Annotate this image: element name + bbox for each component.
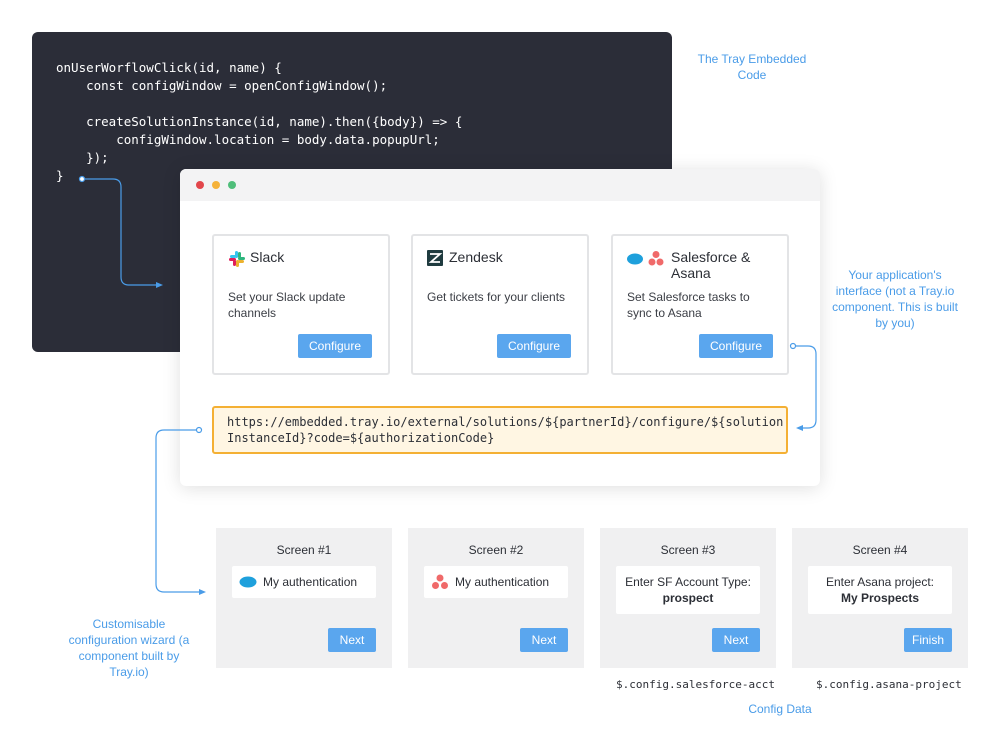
card-description: Set your Slack update channels: [228, 290, 346, 320]
connector-code-to-app: [85, 178, 160, 286]
url-segment: InstanceId}?code=${authorizationCode}: [227, 431, 495, 445]
arrowhead-icon: [199, 589, 206, 595]
url-segment: https://embedded.tray.io/external/soluti…: [227, 415, 784, 429]
config-path-salesforce: $.config.salesforce-acct: [616, 678, 775, 691]
auth-field[interactable]: My authentication: [424, 566, 568, 598]
asana-project-field[interactable]: Enter Asana project: My Prospects: [808, 566, 952, 614]
auth-field[interactable]: My authentication: [232, 566, 376, 598]
card-description: Set Salesforce tasks to sync to Asana: [627, 290, 750, 320]
code-line: onUserWorflowClick(id, name) {: [56, 60, 282, 75]
card-title: Slack: [250, 249, 285, 265]
zendesk-icon: [427, 250, 443, 266]
integration-card-salesforce-asana: Salesforce & Asana Set Salesforce tasks …: [611, 234, 789, 375]
integration-card-slack: Slack Set your Slack update channels Con…: [212, 234, 390, 375]
code-line: });: [56, 150, 109, 165]
card-description: Get tickets for your clients: [427, 290, 566, 304]
code-snippet: onUserWorflowClick(id, name) { const con…: [56, 59, 462, 185]
card-title: Salesforce & Asana: [671, 249, 751, 281]
next-button[interactable]: Next: [520, 628, 568, 652]
connector-configure-to-url: [796, 345, 817, 429]
screen-title: Screen #4: [852, 543, 908, 557]
configure-button[interactable]: Configure: [497, 334, 571, 358]
browser-title-bar: [180, 169, 820, 201]
wizard-screen-1: Screen #1 My authentication Next: [216, 528, 392, 668]
code-line: createSolutionInstance(id, name).then({b…: [56, 114, 463, 129]
asana-icon: [431, 574, 449, 590]
auth-label: My authentication: [455, 575, 550, 589]
salesforce-asana-icon: [627, 250, 665, 268]
connector-start-dot: [789, 342, 797, 350]
configure-button[interactable]: Configure: [699, 334, 773, 358]
popup-url-box: https://embedded.tray.io/external/soluti…: [212, 406, 788, 454]
wizard-screen-3: Screen #3 Enter SF Account Type: prospec…: [600, 528, 776, 668]
auth-label: My authentication: [263, 575, 358, 589]
card-title: Zendesk: [449, 249, 503, 265]
screen-title: Screen #2: [468, 543, 524, 557]
app-interface-note: Your application's interface (not a Tray…: [832, 268, 958, 330]
integration-card-zendesk: Zendesk Get tickets for your clients Con…: [411, 234, 589, 375]
embedded-code-note: The Tray Embedded Code: [697, 52, 807, 82]
finish-button[interactable]: Finish: [904, 628, 952, 652]
app-browser-window: Slack Set your Slack update channels Con…: [180, 169, 820, 486]
arrowhead-icon: [156, 282, 163, 288]
wizard-screen-4: Screen #4 Enter Asana project: My Prospe…: [792, 528, 968, 668]
configure-button[interactable]: Configure: [298, 334, 372, 358]
connector-start-dot: [195, 426, 203, 434]
slack-icon: [228, 250, 246, 268]
field-value: prospect: [662, 591, 714, 605]
sf-account-type-field[interactable]: Enter SF Account Type: prospect: [616, 566, 760, 614]
arrowhead-icon: [796, 425, 803, 431]
connector-url-to-wizard: [155, 429, 202, 593]
wizard-note: Customisable configuration wizard (a com…: [68, 617, 190, 679]
field-label: Enter Asana project:: [825, 575, 935, 589]
popup-url: https://embedded.tray.io/external/soluti…: [227, 414, 783, 446]
field-value: My Prospects: [840, 591, 920, 605]
code-line: configWindow.location = body.data.popupU…: [56, 132, 440, 147]
code-line: const configWindow = openConfigWindow();: [56, 78, 388, 93]
config-path-asana: $.config.asana-project: [816, 678, 962, 691]
minimize-dot-icon[interactable]: [212, 181, 220, 189]
salesforce-icon: [239, 575, 257, 589]
next-button[interactable]: Next: [712, 628, 760, 652]
config-data-note: Config Data: [748, 702, 812, 716]
field-label: Enter SF Account Type:: [625, 575, 751, 589]
screen-title: Screen #3: [660, 543, 716, 557]
close-dot-icon[interactable]: [196, 181, 204, 189]
wizard-screen-2: Screen #2 My authentication Next: [408, 528, 584, 668]
code-line: }: [56, 168, 64, 183]
next-button[interactable]: Next: [328, 628, 376, 652]
maximize-dot-icon[interactable]: [228, 181, 236, 189]
screen-title: Screen #1: [276, 543, 332, 557]
connector-start-dot: [78, 175, 86, 183]
